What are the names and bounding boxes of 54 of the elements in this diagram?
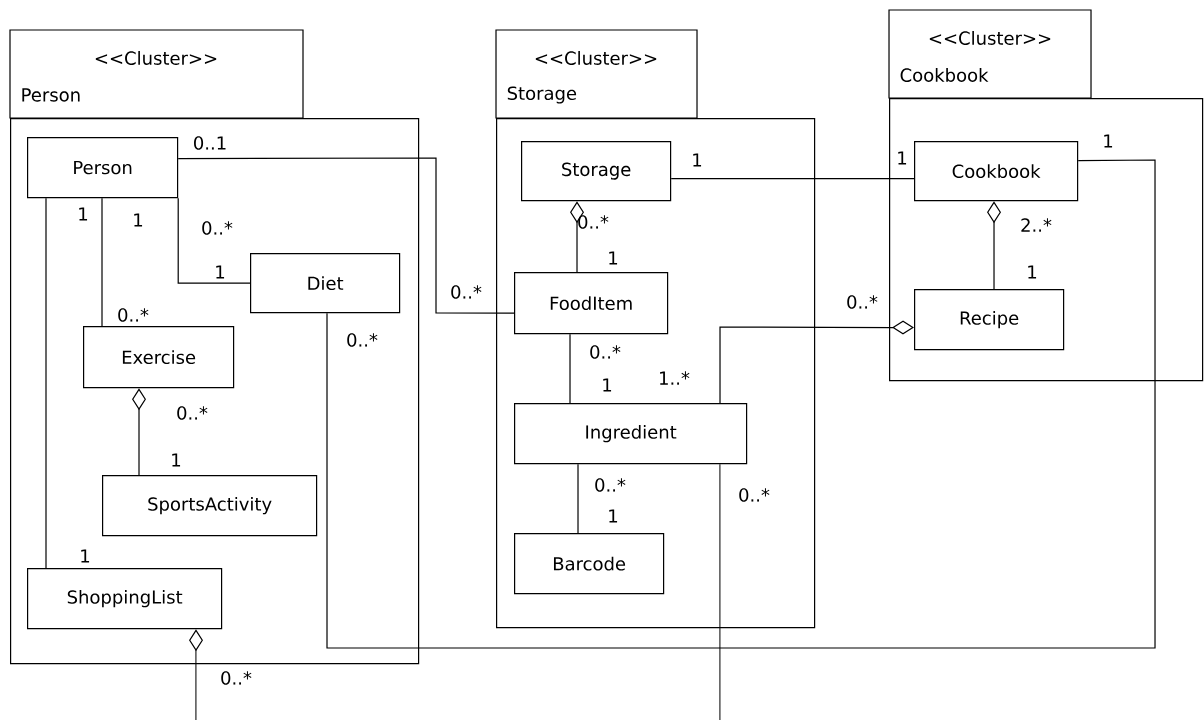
class-box: Person [27, 137, 179, 199]
multiplicity-label: 0..1 [194, 136, 226, 150]
node-label: Cookbook [900, 68, 989, 82]
node-label: <<Cluster>> [535, 51, 657, 65]
association-line [569, 333, 571, 404]
multiplicity-label: 0..* [590, 345, 621, 359]
aggregation-line [570, 201, 584, 273]
multiplicity-label: 0..* [221, 671, 252, 685]
association-line [577, 463, 579, 534]
multiplicity-label: 0..* [118, 308, 149, 322]
node-label: Storage [507, 86, 577, 104]
multiplicity-label: 1 [609, 509, 618, 523]
class-box: FoodItem [514, 272, 669, 335]
class-box: Diet [250, 253, 401, 314]
node-label: Person [22, 88, 80, 102]
class-box: Cookbook [914, 141, 1079, 202]
multiplicity-label: 0..* [347, 333, 378, 347]
association-line [177, 197, 251, 284]
class-box: Exercise [83, 326, 235, 389]
multiplicity-label: 0..* [847, 295, 878, 309]
association-line [45, 197, 47, 569]
node-label: <<Cluster>> [929, 31, 1051, 45]
class-box: Recipe [914, 289, 1065, 351]
association-line [719, 463, 721, 720]
multiplicity-label: 0..* [202, 221, 233, 235]
class-box: Storage [521, 141, 672, 202]
multiplicity-label: 0..* [177, 406, 208, 420]
multiplicity-label: 0..* [578, 215, 609, 229]
class-box: Barcode [514, 533, 665, 595]
multiplicity-label: 1 [898, 151, 907, 165]
association-line [177, 157, 515, 314]
class-box: ShoppingList [27, 568, 223, 630]
node-label: <<Cluster>> [95, 51, 217, 65]
class-box: Ingredient [514, 403, 748, 465]
multiplicity-label: 0..* [451, 285, 482, 299]
multiplicity-label: 1 [693, 153, 702, 167]
multiplicity-label: 0..* [739, 488, 770, 502]
multiplicity-label: 1..* [660, 371, 690, 385]
multiplicity-label: 1 [216, 265, 225, 279]
multiplicity-label: 2..* [1021, 218, 1052, 232]
class-box: SportsActivity [102, 475, 318, 537]
multiplicity-label: 1 [609, 251, 618, 265]
aggregation-line [189, 629, 203, 720]
association-line [101, 197, 103, 327]
aggregation-line [719, 320, 914, 404]
multiplicity-label: 1 [79, 207, 88, 221]
multiplicity-label: 1 [81, 549, 90, 563]
association-line [326, 159, 1156, 649]
association-line [670, 178, 915, 180]
aggregation-line [132, 388, 146, 476]
multiplicity-label: 1 [603, 378, 612, 392]
multiplicity-label: 1 [1104, 134, 1113, 148]
aggregation-line [987, 201, 1001, 290]
multiplicity-label: 0..* [595, 478, 626, 492]
